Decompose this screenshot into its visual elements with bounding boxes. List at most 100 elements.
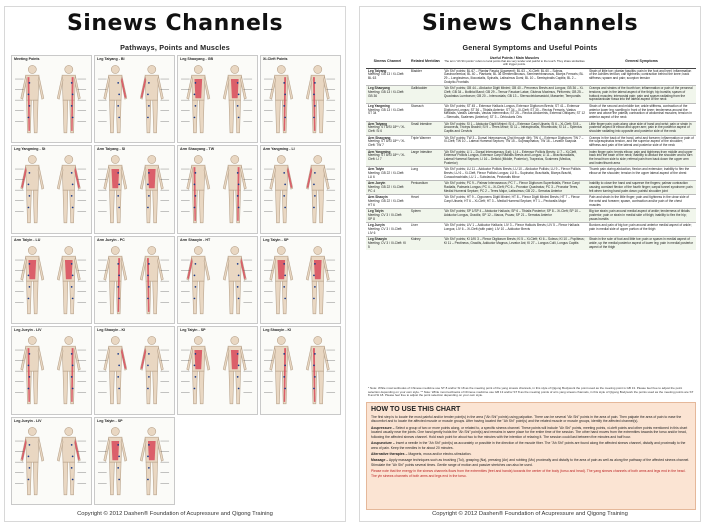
acupoint-marker [118,478,121,480]
acupoint-marker [28,285,31,288]
body-figure-illustration [181,65,253,134]
acupoint-marker [314,262,316,265]
acupoint-marker [27,274,30,277]
panel-title: Leg Shaoyin - KI [97,328,126,333]
acupuncture-lead: Acupuncture – [371,441,395,446]
highlighted-muscle [111,440,120,460]
meridian-cell-text: Triple Warmer [410,135,431,140]
left-title: Sinews Channels [66,11,284,36]
anatomy-panel: Leg Taiyin - SP [94,416,175,505]
how-to-acupressure: Acupressure – Select a group of two or m… [371,426,691,439]
acupoint-marker [118,297,121,300]
acupoint-marker [313,387,315,390]
body-figure-illustration [15,65,87,134]
symptoms-cell-text: Bunions and pain of big toe; pain around… [589,223,692,232]
anatomy-panel: Xi-Cleft Points [260,55,341,144]
acupoint-marker [71,364,74,367]
body-figure-illustration [98,245,170,314]
meridian-cell-text: Lung [410,167,418,172]
acupoint-marker [193,387,196,390]
highlighted-muscle [230,79,239,99]
meridian-cell-text: Spleen [410,209,421,214]
meridian-cell: Large Intestine [408,148,442,167]
acupoint-marker [237,93,240,96]
symptoms-cell: Cramps and strains of the fourth toe; in… [587,85,696,104]
panel-title: Leg Taiyin - SP [263,237,289,242]
body-figure [98,336,128,405]
symptoms-cell: Big toe strain; pain around medial aspec… [587,208,696,223]
meridian-cell: Small Intestine [408,120,442,136]
acupoint-marker [71,116,74,119]
meridian-cell: Bladder [408,67,442,86]
panel-title: Arm Shaoyang - TW [180,147,215,152]
acupoint-marker [117,195,120,198]
acupoint-marker [193,93,196,96]
body-figure-illustration [98,426,170,495]
acupoint-marker [118,116,121,119]
meridian-cell-text: Small Intestine [410,121,432,126]
symptoms-cell-text: Cramps and strains of the fourth toe; in… [589,86,693,102]
channel-cell-text: Leg Shaoyin [368,237,387,242]
acupoint-marker [147,455,149,457]
acupoint-marker [194,285,197,288]
symptoms-table-wrap: Sinews Channel Related Meridian Useful P… [366,55,696,385]
acupoint-marker [284,206,287,209]
acupoint-marker [194,376,197,378]
panel-title: Xi-Cleft Points [263,57,288,61]
acupoint-marker [284,116,287,119]
highlighted-muscle [74,438,80,460]
highlighted-muscle [111,169,120,189]
points-cell: "Ah Shi" points; ST 45 – Extensor Halluc… [441,102,588,122]
acupoint-marker [70,105,73,107]
header-note: The term "Ah Shi points" refers to local… [444,59,585,67]
meridian-cell: Lung [408,166,442,181]
points-cell-text: "Ah Shi" points; TW 3 – Dorsal Interosse… [443,135,584,144]
acupoint-marker [193,206,196,209]
panel-title: Leg Shaoyang - GB [180,57,214,61]
panel-title: Leg Taiyang - BI [97,57,125,61]
acupoint-marker [148,172,150,175]
channel-meeting-xicleft: Meeting: ST 8/SI 18** / Xi-Cleft: TW 7 [368,139,406,147]
panel-title: Leg Jueyin - LIV [14,418,42,423]
panel-title: Leg Jueyin - LIV [14,328,42,333]
channel-cell-text: Arm Yangming [368,149,391,154]
acupoint-marker [236,376,239,378]
body-figure-illustration [98,336,170,405]
body-figure [139,426,170,495]
acupoint-marker [283,172,286,175]
acupoint-marker [284,183,287,186]
channel-meeting-xicleft: Meeting: GB 22 / Xi-Cleft: LU 6 [368,170,405,179]
body-figure [56,336,87,405]
massage-lead: Massage – [371,458,389,463]
symptoms-cell-text: Index finger pain; tennis elbow; pain an… [589,149,693,165]
left-chart-sheet: Sinews Channels Pathways, Points and Mus… [4,6,346,522]
acupoint-marker [28,376,31,378]
acupoint-marker [283,195,286,198]
points-cell: "Ah Shi" points; SP 1/SP 4 – Abductor Ha… [441,208,588,223]
acupoint-marker [28,172,31,175]
points-cell: "Ah Shi" points; GB 44 – Abductor Digiti… [441,85,588,104]
body-figure [139,65,170,134]
points-cell: "Ah Shi" points; BL 67 – Plantar Fascia … [441,67,588,86]
anatomy-panel: Arm Taiyang - SI [94,145,175,234]
body-figure [56,155,87,224]
anatomy-panel: Arm Taiyin - LU [11,235,92,325]
acupoint-marker [237,387,240,390]
footnotes: * Note: While most textbooks of Chinese … [368,386,694,398]
meridian-cell-text: Liver [410,223,418,228]
anatomy-panel: Leg Jueyin - LIV [11,326,92,415]
acupoint-marker [147,274,149,277]
anatomy-panel: Leg Shaoyin - KI [94,326,175,415]
highlighted-muscle [147,169,156,189]
acupoint-marker [314,285,316,288]
panel-title: Arm Jueyin - PC [97,237,125,242]
acupoint-marker [194,353,197,355]
